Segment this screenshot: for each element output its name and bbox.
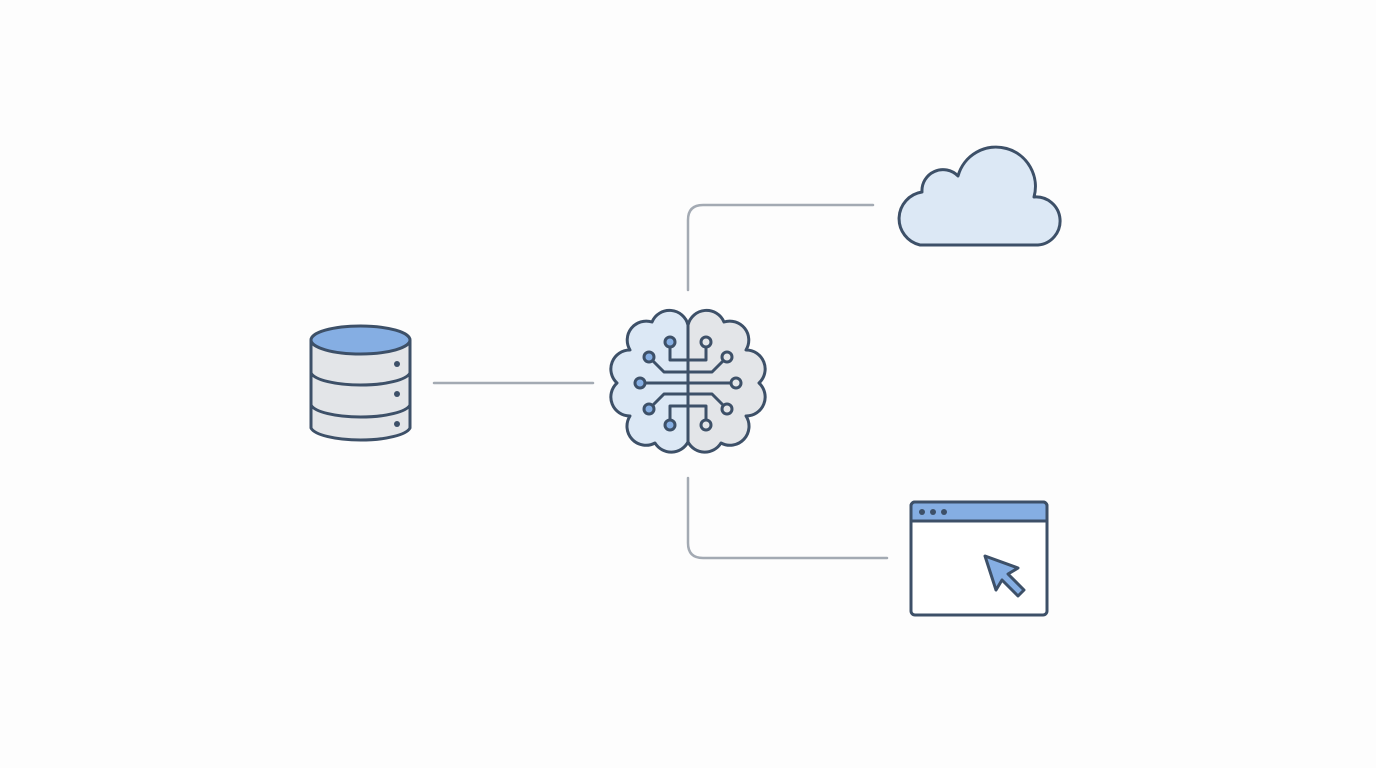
cursor-arrow-icon xyxy=(983,554,1026,598)
brain-circuit-icon xyxy=(609,308,767,454)
browser-window-cursor-icon xyxy=(909,500,1049,617)
cloud-icon xyxy=(897,145,1062,247)
window-dots-icon xyxy=(919,509,947,515)
database-icon xyxy=(309,324,412,442)
connector-brain-cloud xyxy=(686,203,875,292)
connector-brain-browser xyxy=(686,476,889,560)
